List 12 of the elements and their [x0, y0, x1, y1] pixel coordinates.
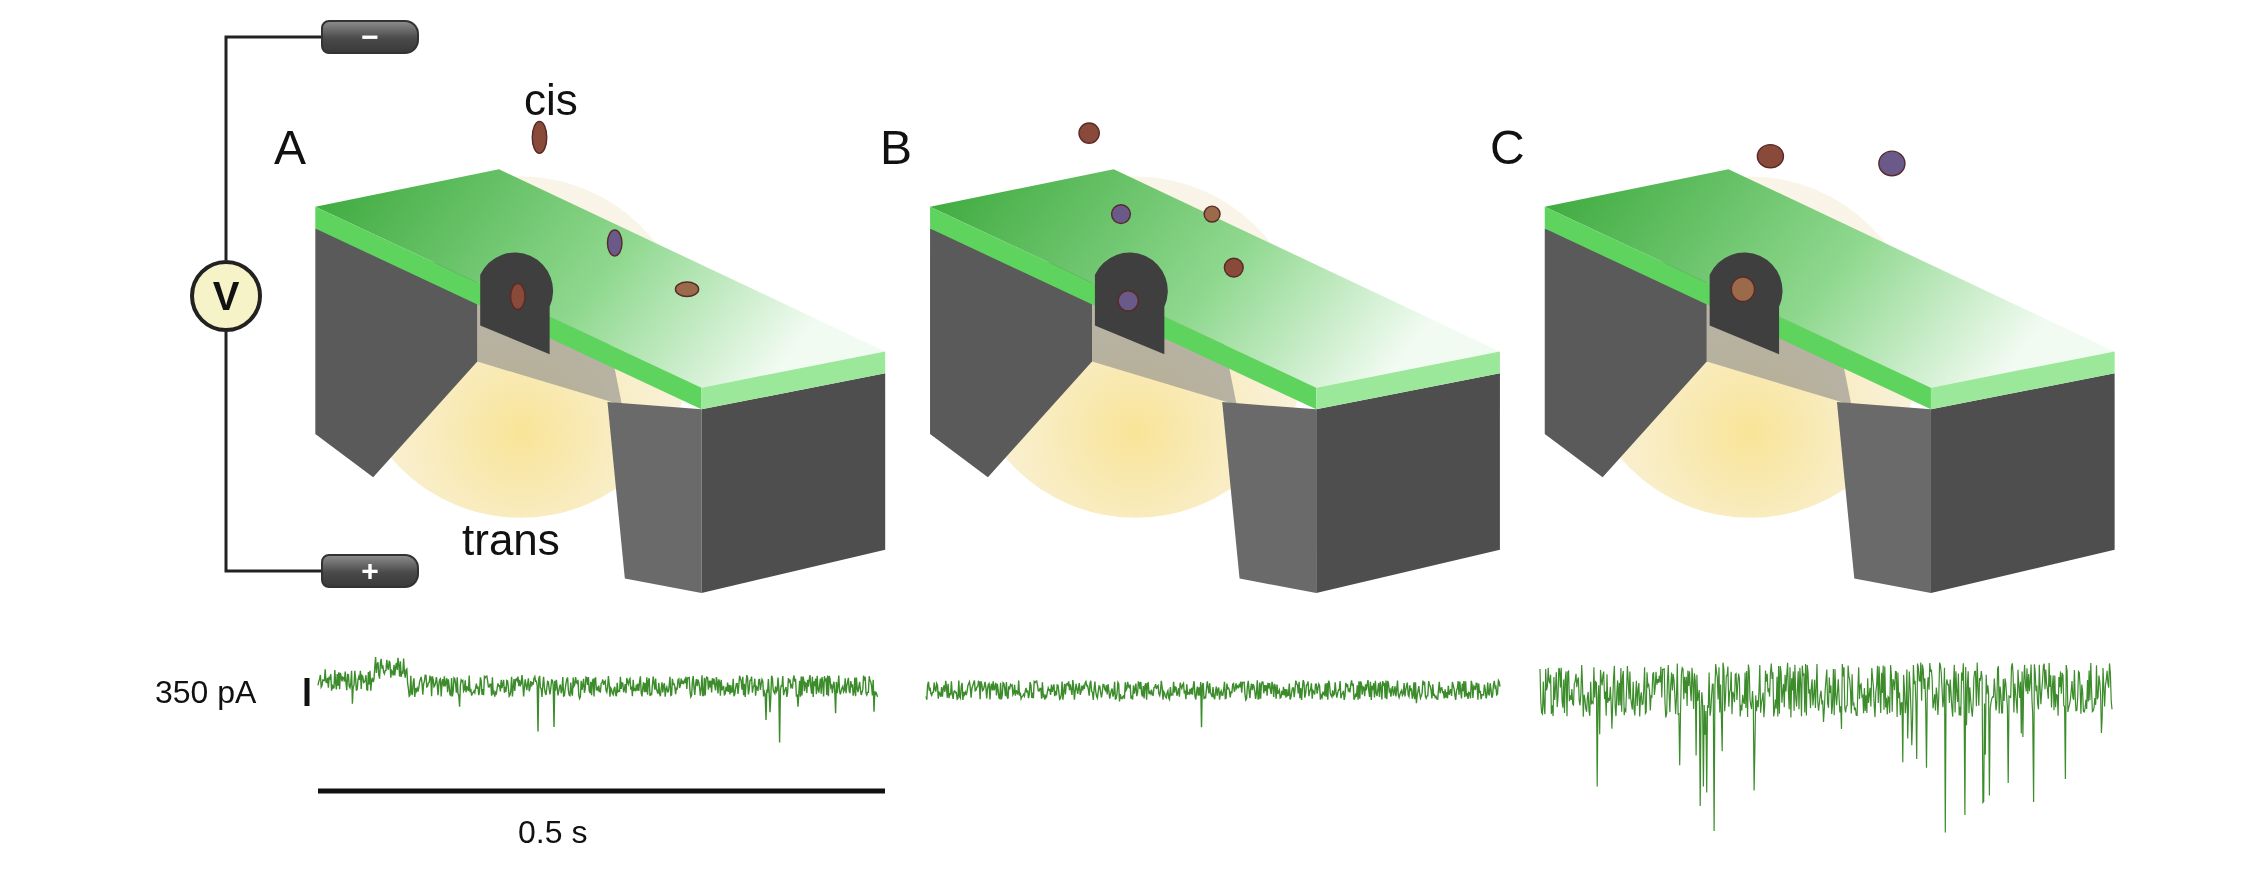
- panel-label: C: [1490, 124, 1525, 172]
- electrode: +: [321, 554, 419, 588]
- scale-label: 350 pA: [155, 676, 257, 708]
- electrode: −: [321, 20, 419, 54]
- panel-label: A: [274, 124, 306, 172]
- scale-label: 0.5 s: [518, 816, 588, 848]
- circuit-wire: [224, 332, 321, 573]
- circuit-wire: [224, 35, 321, 260]
- panel-label: B: [880, 124, 912, 172]
- voltmeter-symbol: V: [190, 260, 262, 332]
- side-label: cis: [524, 78, 578, 122]
- side-label: trans: [462, 518, 560, 562]
